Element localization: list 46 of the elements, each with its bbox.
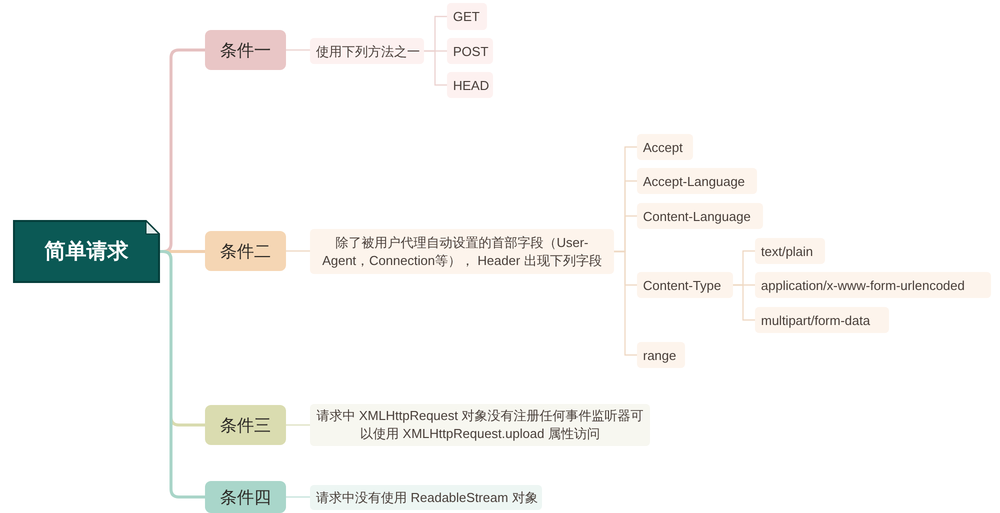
subtopic <box>637 272 733 298</box>
subtopic <box>447 38 493 64</box>
connector-line <box>286 496 310 498</box>
subtopic <box>755 238 825 264</box>
branch-label: 条件二 <box>220 242 271 260</box>
subtopic-text: Accept <box>643 140 683 154</box>
subtopic-text: Accept-Language <box>643 174 745 188</box>
subtopic-text: multipart/form-data <box>761 314 870 326</box>
subtopic <box>637 168 757 194</box>
connector-line <box>160 250 205 498</box>
subtopic <box>637 203 763 229</box>
subtopic-text: 除了被用户代理自动设置的首部字段（User-Agent，Connection等）， Header 出现下列字段 <box>321 234 603 270</box>
subtopic <box>310 38 424 64</box>
subtopic <box>447 3 487 30</box>
subtopic-text: 请求中 XMLHttpRequest 对象没有注册任何事件监听器可以使用 XMLHttpRequest.upload 属性访问 <box>316 407 644 443</box>
branch-topic <box>205 30 286 70</box>
subtopic <box>637 134 693 160</box>
subtopic-text: GET <box>453 10 480 23</box>
subtopic <box>310 485 542 510</box>
subtopic-text: application/x-www-form-urlencoded <box>761 278 965 292</box>
subtopic-text: HEAD <box>453 78 490 92</box>
connector-line <box>424 50 447 86</box>
branch-label: 条件三 <box>220 416 271 434</box>
subtopic-text: POST <box>453 44 488 58</box>
subtopic-text: 请求中没有使用 ReadableStream 对象 <box>316 491 538 504</box>
subtopic <box>310 404 650 446</box>
subtopic <box>447 72 493 98</box>
subtopic <box>310 229 614 274</box>
subtopic-text: Content-Type <box>643 278 722 292</box>
root-topic-title: 简单请求 <box>44 241 128 262</box>
connector-line <box>286 49 310 51</box>
subtopic-text: Content-Language <box>643 210 751 222</box>
connector-line <box>286 424 310 426</box>
connector-line <box>286 250 310 252</box>
branch-label: 条件一 <box>220 42 271 58</box>
branch-topic <box>205 231 286 271</box>
branch-label: 条件四 <box>220 488 271 506</box>
branch-topic <box>205 481 286 513</box>
subtopic <box>755 307 889 333</box>
branch-topic <box>205 405 286 445</box>
subtopic-text: range <box>643 348 676 362</box>
subtopic <box>637 342 685 368</box>
subtopic-text: 使用下列方法之一 <box>316 44 420 58</box>
subtopic <box>755 272 991 298</box>
root-topic <box>13 220 160 283</box>
subtopic-text: text/plain <box>761 244 814 258</box>
